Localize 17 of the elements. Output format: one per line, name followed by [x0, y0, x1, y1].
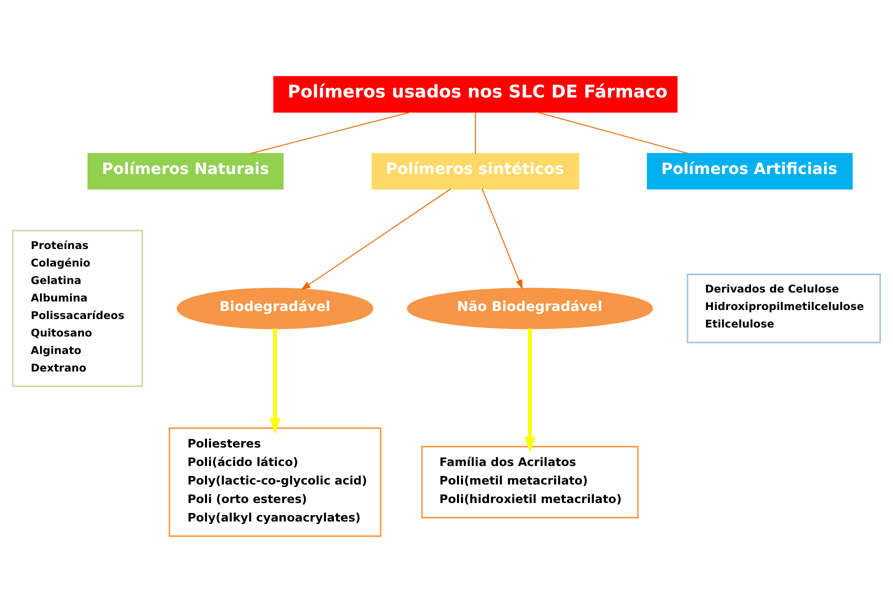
connector [536, 111, 690, 154]
connector [249, 111, 412, 154]
node-box: Polímeros Artificiais [646, 152, 853, 189]
arrow [270, 328, 280, 434]
arrow [300, 188, 452, 290]
arrow [524, 328, 536, 452]
node-ellipse: Não Biodegradável [406, 287, 653, 329]
node-box: Derivados de Celulose Hidroxipropilmetilcelulose Etilcelulose [686, 273, 881, 343]
node-box: Família dos Acrilatos Poli(metil metacrilato) Poli(hidroxietil metacrilato) [421, 445, 639, 518]
arrow [482, 188, 523, 289]
node-box: Poliesteres Poli(ácido lático) Poly(lactic-co-glycolic acid) Poli (orto esteres) Poly(alkyl cyanoacrylates) [168, 426, 382, 536]
connector [474, 111, 476, 154]
node-box: Proteínas Colagénio Gelatina Albumina Polissacarídeos Quitosano Alginato Dextrano [12, 229, 143, 386]
node-ellipse: Biodegradável [176, 287, 374, 329]
node-box: Polímeros Naturais [88, 152, 284, 189]
node-box: Polímeros usados nos SLC DE Fármaco [273, 76, 678, 112]
node-box: Polímeros sintéticos [372, 152, 580, 189]
